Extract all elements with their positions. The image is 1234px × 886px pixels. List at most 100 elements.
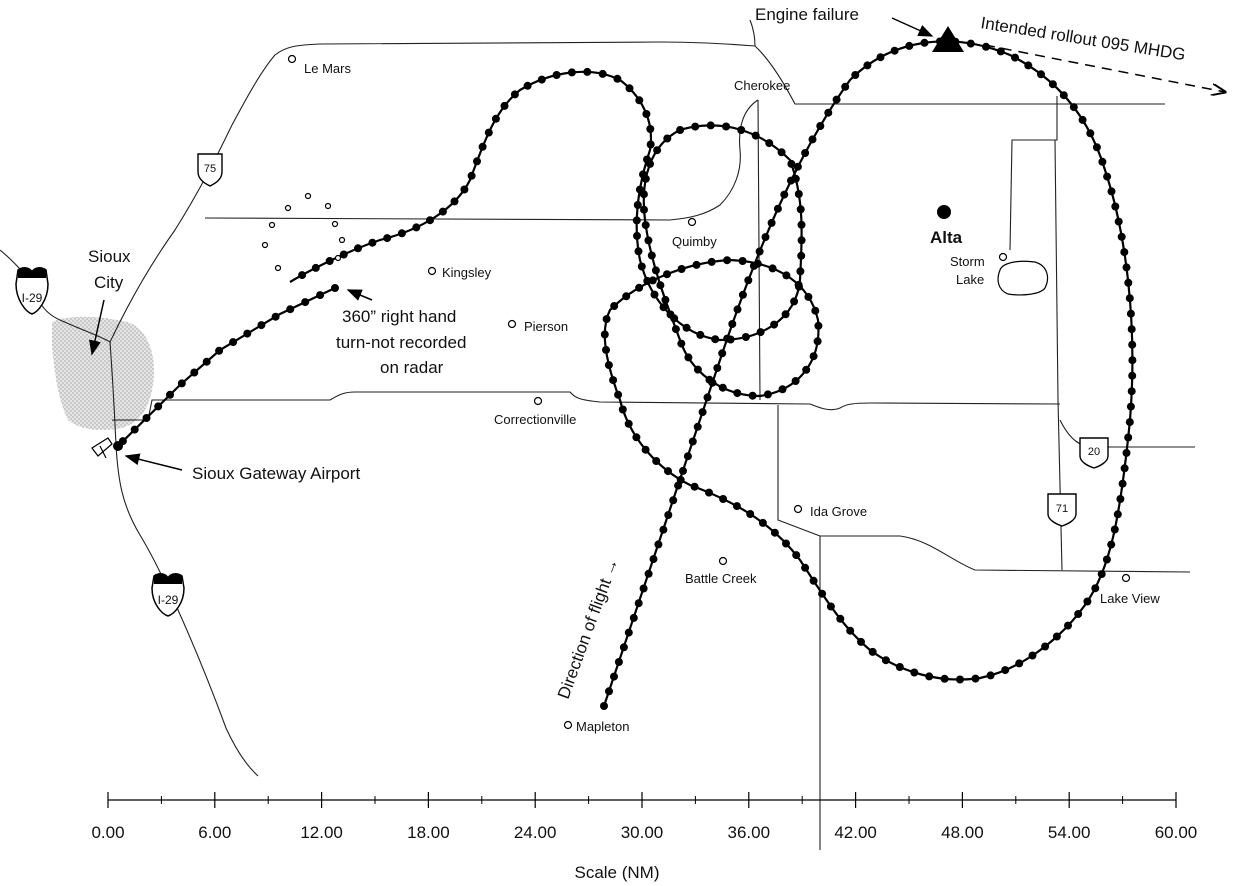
turn-label-line1: 360” right hand: [342, 307, 456, 326]
track-point: [791, 377, 800, 385]
track-point: [696, 330, 705, 339]
track-point: [397, 229, 406, 238]
track-point: [624, 419, 633, 428]
track-point: [659, 303, 668, 312]
town-label-le-mars: Le Mars: [304, 61, 351, 76]
track-point: [782, 271, 791, 280]
track-point: [780, 190, 789, 199]
track-point: [832, 95, 841, 104]
track-point: [1128, 340, 1137, 349]
track-point: [614, 390, 623, 399]
track-point: [795, 282, 803, 291]
track-point: [676, 475, 685, 484]
track-point: [881, 656, 890, 665]
track-point: [763, 390, 772, 399]
sioux-city-area: [52, 316, 154, 430]
track-point: [647, 251, 656, 260]
track-point: [1127, 325, 1136, 334]
track-point: [1113, 510, 1122, 519]
town-label-quimby: Quimby: [672, 234, 717, 249]
track-point: [316, 291, 325, 300]
track-point: [634, 599, 643, 608]
engine-failure-arrow: [891, 17, 934, 37]
track-point: [286, 305, 295, 314]
track-point: [770, 320, 779, 329]
turn-label-line2: turn-not recorded: [336, 333, 466, 352]
turn-arrow: [346, 289, 373, 301]
track-point: [801, 149, 810, 157]
track-point: [782, 539, 790, 548]
track-point: [625, 84, 634, 93]
track-point: [598, 69, 607, 78]
track-point: [733, 305, 742, 314]
track-point: [1078, 115, 1087, 124]
track-point: [718, 383, 727, 392]
airport-marker: [113, 441, 123, 451]
track-point: [311, 263, 320, 272]
track-point: [706, 121, 715, 130]
track-point: [500, 101, 509, 110]
track-point: [634, 247, 643, 256]
sioux-city-label-1: Sioux: [88, 247, 131, 266]
track-point: [728, 320, 737, 328]
track-point: [1092, 143, 1101, 152]
track-point: [1107, 540, 1116, 549]
track-point: [652, 457, 661, 465]
track-point: [567, 68, 576, 77]
track-point: [646, 140, 655, 149]
track-point: [633, 201, 642, 209]
track-point: [796, 267, 805, 276]
track-point: [1127, 387, 1136, 396]
track-point: [707, 257, 716, 266]
i29-shield-south: I-29: [151, 573, 185, 617]
track-point: [600, 330, 609, 339]
track-point: [846, 626, 855, 635]
engine-failure-marker: [932, 26, 964, 52]
track-point: [688, 437, 697, 446]
track-point: [677, 339, 686, 348]
track-point: [816, 122, 825, 130]
track-point: [1069, 103, 1078, 112]
scale-tick-label: 36.00: [728, 823, 771, 842]
track-point: [753, 259, 762, 268]
scale-tick-label: 18.00: [407, 823, 450, 842]
track-point: [438, 207, 447, 216]
track-point: [755, 247, 764, 256]
track-point: [632, 433, 641, 442]
track-point: [1086, 129, 1095, 138]
track-point: [635, 96, 644, 105]
track-point: [1015, 659, 1024, 668]
track-point: [808, 135, 817, 144]
scale-tick-label: 12.00: [300, 823, 343, 842]
track-point: [1120, 464, 1129, 473]
track-point: [836, 614, 845, 623]
track-point: [966, 39, 975, 48]
route-label: 75: [204, 163, 216, 175]
track-point: [691, 122, 700, 131]
track-point: [460, 185, 469, 194]
track-point: [733, 389, 742, 398]
town-markers: [287, 54, 1131, 730]
us71-shield: 71: [1047, 493, 1077, 527]
track-point: [813, 337, 822, 346]
track-point: [890, 46, 899, 55]
town-label-pierson: Pierson: [524, 319, 568, 334]
track-point: [679, 466, 687, 475]
track-point: [642, 110, 651, 118]
track-point: [996, 47, 1005, 56]
track-point: [1011, 53, 1019, 62]
track-point: [1125, 418, 1134, 427]
town-label-ida-grove: Ida Grove: [810, 504, 867, 519]
town-label-cherokee: Cherokee: [734, 78, 790, 93]
track-point: [1098, 157, 1107, 166]
track-point: [654, 540, 663, 549]
track-point: [629, 613, 638, 622]
flight-track: [117, 37, 1137, 710]
track-point: [622, 292, 631, 301]
track-point: [956, 675, 964, 684]
track-point: [787, 159, 796, 168]
track-point: [814, 321, 823, 330]
airport-runway-icon: [91, 437, 113, 459]
route-label: I-29: [158, 593, 179, 607]
